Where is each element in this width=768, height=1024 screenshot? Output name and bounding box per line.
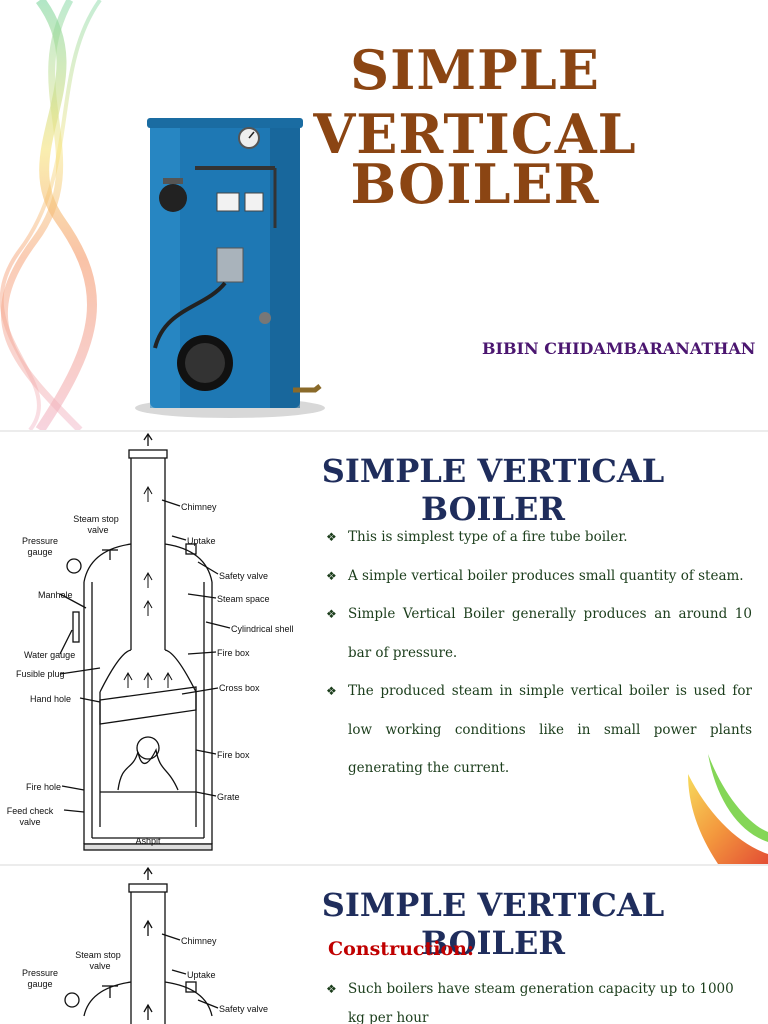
- author-name: BIBIN CHIDAMBARANATHAN: [482, 339, 756, 358]
- boiler-diagram: Chimney Steam stop valve Uptake Pressure…: [7, 432, 294, 851]
- construction-slide: Chimney Steam stop valve Uptake Pressure…: [0, 866, 768, 1024]
- label-ashpit: Ashpit: [135, 836, 161, 846]
- bullet-item: ❖A simple vertical boiler produces small…: [326, 557, 752, 596]
- label-steam-space: Steam space: [217, 594, 270, 604]
- bullet-item: ❖Such boilers have steam generation capa…: [326, 975, 752, 1024]
- label-steam-stop-valve-2: valve: [89, 961, 110, 971]
- bullet-list: ❖This is simplest type of a fire tube bo…: [326, 518, 752, 788]
- slide-title: SIMPLE VERTICAL BOILER: [321, 452, 665, 528]
- label-fire-box-top: Fire box: [217, 648, 250, 658]
- label-grate: Grate: [217, 792, 240, 802]
- slide-divider: [0, 864, 768, 866]
- label-water-gauge: Water gauge: [24, 650, 75, 660]
- label-uptake: Uptake: [187, 970, 216, 980]
- diamond-bullet-icon: ❖: [326, 684, 337, 698]
- label-pressure-gauge-1: Pressure: [22, 536, 58, 546]
- diamond-bullet-icon: ❖: [326, 982, 337, 996]
- label-steam-stop-valve-1: Steam stop: [73, 514, 119, 524]
- boiler-diagram-partial: Chimney Steam stop valve Uptake Pressure…: [22, 866, 268, 1024]
- label-pressure-gauge-2: gauge: [27, 547, 52, 557]
- slide-divider: [0, 430, 768, 432]
- slide-title-line1: SIMPLE VERTICAL: [313, 38, 637, 166]
- label-pressure-gauge-1: Pressure: [22, 968, 58, 978]
- label-steam-stop-valve-2: valve: [87, 525, 108, 535]
- diamond-bullet-icon: ❖: [326, 568, 337, 583]
- label-fire-hole: Fire hole: [26, 782, 61, 792]
- label-uptake: Uptake: [187, 536, 216, 546]
- slide-title-line2: BOILER: [350, 152, 600, 216]
- label-feed-check-valve-2: valve: [19, 817, 40, 827]
- label-cylindrical-shell: Cylindrical shell: [231, 624, 294, 634]
- label-fire-box-bottom: Fire box: [217, 750, 250, 760]
- label-chimney: Chimney: [181, 936, 217, 946]
- decorative-swoosh-right: [688, 754, 768, 864]
- bullet-item: ❖Simple Vertical Boiler generally produc…: [326, 595, 752, 672]
- title-slide: SIMPLE VERTICAL BOILER BIBIN CHIDAMBARAN…: [0, 0, 768, 430]
- label-fusible-plug: Fusible plug: [16, 669, 65, 679]
- label-hand-hole: Hand hole: [30, 694, 71, 704]
- label-feed-check-valve-1: Feed check: [7, 806, 54, 816]
- overview-slide: Chimney Steam stop valve Uptake Pressure…: [0, 432, 768, 864]
- decorative-ribbon-left: [0, 0, 102, 430]
- label-steam-stop-valve-1: Steam stop: [75, 950, 121, 960]
- bullet-item: ❖The produced steam in simple vertical b…: [326, 672, 752, 788]
- bullet-item: ❖This is simplest type of a fire tube bo…: [326, 518, 752, 557]
- boiler-photo: [135, 118, 325, 418]
- label-manhole: Manhole: [38, 590, 73, 600]
- bullet-list: ❖Such boilers have steam generation capa…: [326, 975, 752, 1024]
- diamond-bullet-icon: ❖: [326, 530, 337, 544]
- label-chimney: Chimney: [181, 502, 217, 512]
- label-pressure-gauge-2: gauge: [27, 979, 52, 989]
- label-safety-valve: Safety valve: [219, 571, 268, 581]
- construction-heading: Construction:: [328, 938, 474, 960]
- diamond-bullet-icon: ❖: [326, 607, 337, 621]
- label-cross-box: Cross box: [219, 683, 260, 693]
- label-safety-valve: Safety valve: [219, 1004, 268, 1014]
- slide-title: SIMPLE VERTICAL BOILER: [321, 886, 665, 962]
